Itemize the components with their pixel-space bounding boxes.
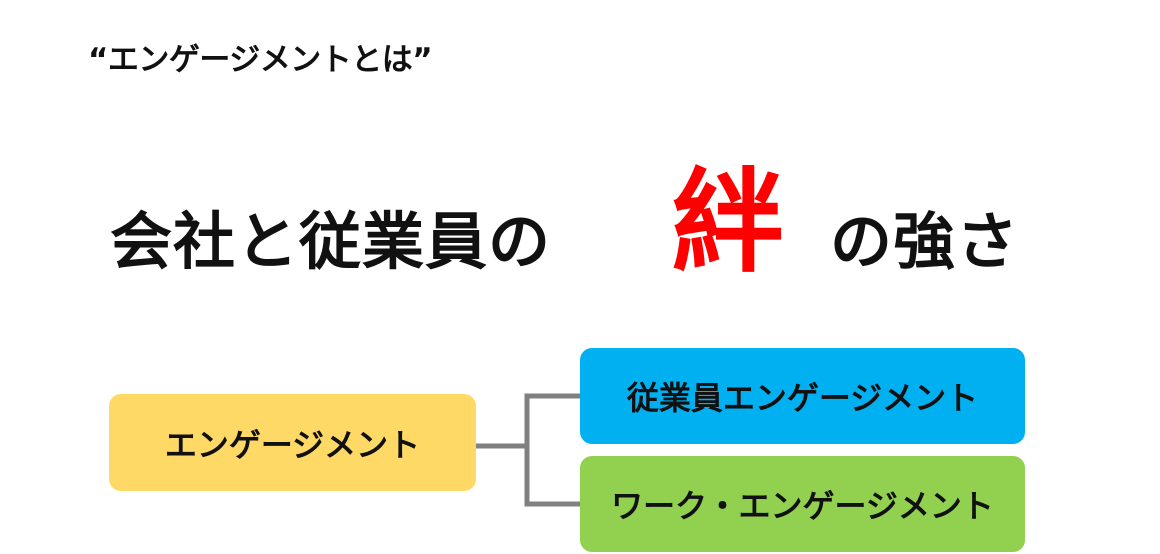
work-engagement-box: ワーク・エンゲージメント (580, 456, 1025, 552)
subtitle: “エンゲージメントとは” (88, 42, 433, 78)
headline-part-after: の強さ (830, 205, 1020, 278)
employee-engagement-label: 従業員エンゲージメント (626, 379, 979, 417)
employee-engagement-box: 従業員エンゲージメント (580, 348, 1025, 444)
headline-emphasis: 絆 (672, 158, 784, 288)
headline-part-before: 会社と従業員の (110, 205, 552, 278)
connector-bracket (524, 393, 580, 507)
work-engagement-label: ワーク・エンゲージメント (611, 487, 994, 525)
root-box-label: エンゲージメント (164, 425, 421, 464)
root-box: エンゲージメント (109, 394, 476, 491)
headline: 会社と従業員の 絆 の強さ (0, 158, 1160, 298)
